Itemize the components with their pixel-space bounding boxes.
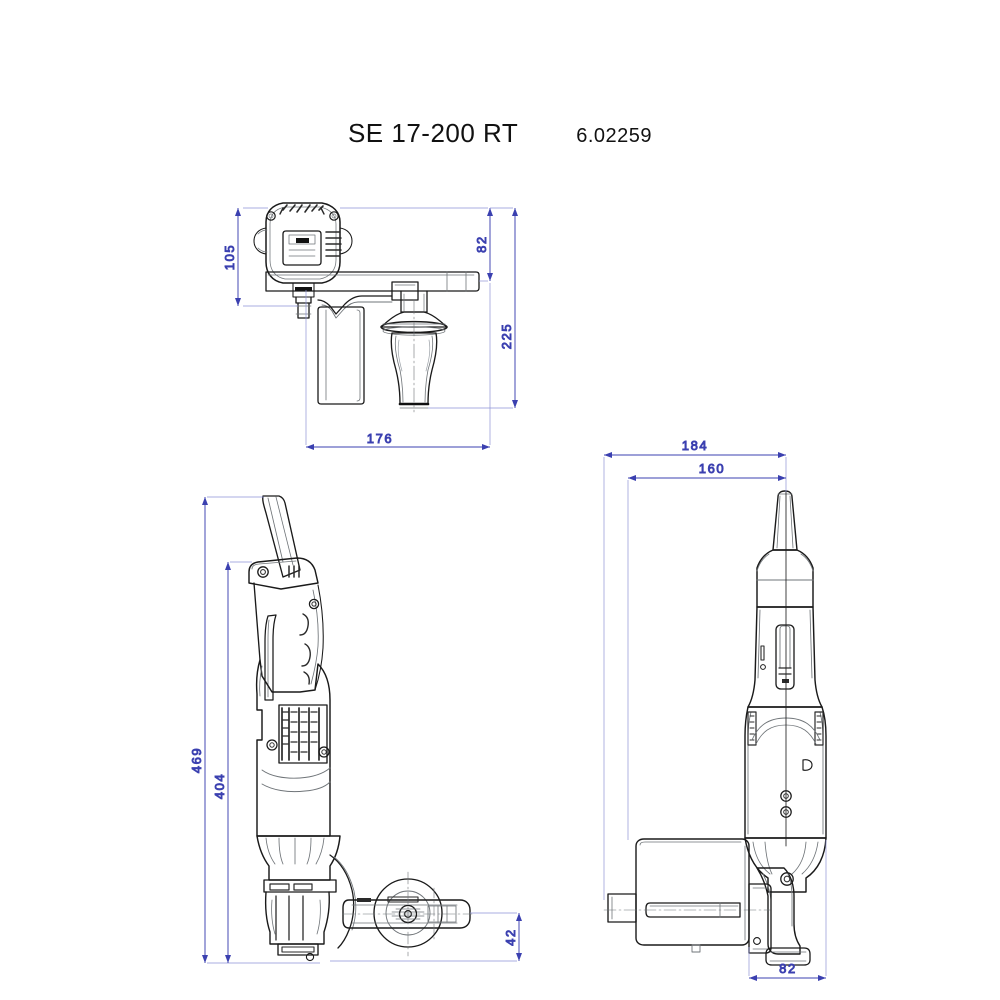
dimension-404-label: 404 <box>212 773 227 800</box>
side-view-gear-head <box>256 835 341 962</box>
front-view-handle-shell <box>747 549 823 708</box>
dimension-469-label: 469 <box>189 747 204 774</box>
dimension-176-label: 176 <box>367 431 394 446</box>
top-view-support-rail <box>265 271 480 301</box>
dimension-82-bottom: 82 <box>748 840 827 981</box>
front-view-motor-housing <box>744 491 827 847</box>
side-view <box>248 495 473 962</box>
front-view <box>603 490 827 966</box>
dimension-469: 469 <box>189 496 320 964</box>
front-view-tail <box>772 490 798 551</box>
side-view-handle <box>248 557 324 701</box>
top-view <box>253 202 480 413</box>
dimension-42-label: 42 <box>503 928 518 946</box>
top-view-motor-head <box>253 202 353 319</box>
side-view-belt-arm <box>329 854 473 957</box>
front-view-gear-head <box>744 837 827 966</box>
top-view-side-handle <box>380 290 448 413</box>
top-view-dust-shoe <box>317 306 365 405</box>
dimension-105-label: 105 <box>222 244 237 271</box>
dimension-225-label: 225 <box>499 323 514 350</box>
dimension-184: 184 <box>603 438 787 900</box>
dimension-225: 225 <box>428 207 518 409</box>
dimension-42: 42 <box>330 912 522 962</box>
top-view-bracket <box>317 295 393 319</box>
dimension-82-top: 82 <box>340 207 493 282</box>
dimension-160-label: 160 <box>699 461 726 476</box>
dimension-82-top-label: 82 <box>474 235 489 253</box>
dimension-176: 176 <box>305 283 491 450</box>
dimension-82-bottom-label: 82 <box>779 961 797 976</box>
dimension-105: 105 <box>222 207 298 307</box>
side-view-cable-boot <box>262 495 301 578</box>
dimension-184-label: 184 <box>682 438 709 453</box>
dimension-160: 160 <box>627 461 786 840</box>
front-view-belt-housing <box>603 838 772 954</box>
dimension-404: 404 <box>212 561 252 963</box>
